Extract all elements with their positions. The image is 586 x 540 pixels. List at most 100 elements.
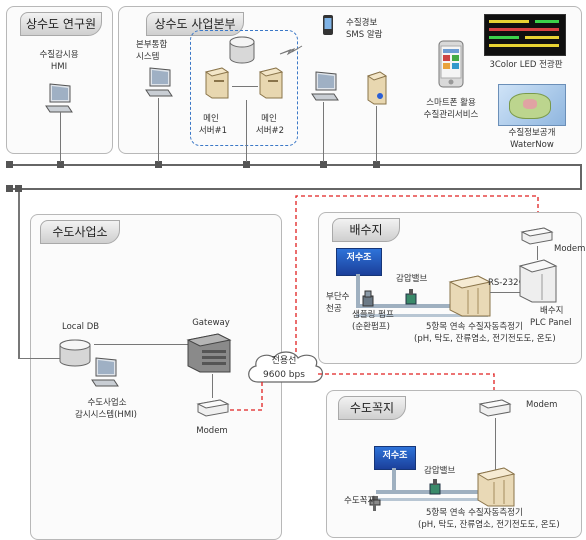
integrated-label-1: 본부통합 [136, 40, 168, 50]
lightning-icon [279, 45, 303, 56]
office-hmi-label-1: 수도사업소 [87, 398, 127, 408]
plc-label-2: PLC Panel [530, 318, 572, 328]
tap-analyzer-label-1: 5항목 연속 수질자동측정기 [426, 508, 523, 518]
sampling-pump-icon [362, 290, 374, 307]
backbone-right [580, 164, 582, 190]
sms-label-2: SMS 알람 [346, 30, 383, 40]
integrated-label-2: 시스템 [136, 52, 160, 62]
led-label: 3Color LED 전광판 [489, 60, 563, 70]
server2-icon [258, 67, 284, 99]
tap-valve-icon [429, 479, 441, 495]
server1-label-1: 메인 [203, 114, 219, 124]
server1-label-2: 서버#1 [198, 126, 228, 136]
tap-pipe-main [376, 490, 480, 494]
server2-label-2: 서버#2 [255, 126, 285, 136]
research-tag: 상수도 연구원 [20, 12, 102, 36]
node-1 [6, 161, 13, 168]
reservoir-tag: 배수지 [332, 218, 400, 242]
smartphone-label-2: 수질관리서비스 [423, 110, 479, 120]
waternow-label-1: 수질정보공개 [508, 128, 556, 138]
integrated-monitor-icon [145, 67, 173, 97]
led-board-icon [484, 14, 566, 56]
node-4 [57, 161, 64, 168]
sms-phone-icon [323, 15, 333, 35]
database-icon [229, 36, 255, 64]
waternow-map-icon [498, 84, 566, 126]
server1-icon [204, 67, 230, 99]
hq-monitor-icon [311, 71, 339, 101]
office-modem-icon [196, 399, 230, 417]
reservoir-analyzer-label-2: (pH, 탁도, 잔류염소, 전기전도도, 온도) [414, 334, 556, 344]
analyzer-icon [448, 275, 492, 317]
leased-line-cloud-icon [248, 351, 323, 383]
drop-integrated [158, 98, 159, 162]
pressure-valve-label: 감압밸브 [396, 274, 428, 284]
reservoir-pipe-main [356, 304, 488, 308]
tap-pipe-down [392, 468, 396, 492]
reservoir-pipe-down [356, 274, 360, 308]
hmi-label-2: HMI [50, 62, 68, 72]
drop-servers [246, 100, 247, 162]
drop-hmi [60, 112, 61, 162]
tap-tank: 저수조 [374, 446, 416, 470]
plc-panel-icon [518, 259, 558, 303]
hmi-monitor-icon [45, 83, 73, 113]
float-label-2: 천공 [326, 304, 342, 314]
office-panel [30, 214, 282, 540]
gateway-to-modem [212, 374, 213, 398]
sms-label-1: 수질경보 [346, 18, 378, 28]
node-7 [320, 161, 327, 168]
node-6 [243, 161, 250, 168]
reservoir-modem-label: Modem [554, 244, 586, 254]
node-3 [15, 185, 22, 192]
faucet-icon [369, 496, 381, 511]
backbone-left-drop [18, 188, 20, 358]
plc-label-1: 배수지 [540, 306, 564, 316]
hq-server-icon [366, 71, 388, 105]
node-2 [6, 185, 13, 192]
tap-modem-icon [478, 399, 512, 417]
waternow-label-2: WaterNow [510, 140, 554, 150]
analyzer-to-plc [490, 292, 520, 293]
hmi-label-1: 수질감시용 [39, 50, 79, 60]
pump-label-1: 샘플링 펌프 [352, 310, 394, 320]
smartphone-label-1: 스마트폰 활용 [426, 98, 476, 108]
node-8 [373, 161, 380, 168]
drop-hq-server [376, 106, 377, 162]
tap-analyzer-label-2: (pH, 탁도, 잔류염소, 전기전도도, 온도) [418, 520, 560, 530]
node-5 [155, 161, 162, 168]
modem-to-plc [537, 246, 538, 260]
backbone-top [8, 164, 582, 166]
tap-tag: 수도꼭지 [338, 396, 406, 420]
tap-modem-to-analyzer [495, 418, 496, 470]
reservoir-tank: 저수조 [336, 248, 382, 276]
reservoir-modem-icon [520, 227, 554, 245]
drop-hq-monitor [323, 102, 324, 162]
rs232-label: RS-232C [488, 278, 525, 288]
smartphone-icon [438, 40, 464, 88]
office-modem-label: Modem [196, 426, 228, 436]
office-hmi-monitor-icon [91, 357, 119, 387]
tap-valve-label: 감압밸브 [424, 466, 456, 476]
left-to-db [18, 358, 60, 359]
leased-label-1: 전용선 [271, 356, 297, 366]
leased-label-2: 9600 bps [263, 370, 305, 380]
localdb-icon [59, 339, 91, 367]
reservoir-analyzer-label-1: 5항목 연속 수질자동측정기 [426, 322, 523, 332]
faucet-label: 수도꼭지 [344, 496, 376, 506]
tap-modem-label: Modem [526, 400, 558, 410]
gateway-icon [186, 333, 232, 373]
gateway-label: Gateway [192, 318, 230, 328]
db-to-gateway [94, 344, 190, 345]
backbone-bottom [8, 188, 582, 190]
server-link [232, 86, 258, 87]
tap-analyzer-icon [476, 467, 516, 507]
localdb-label: Local DB [62, 322, 100, 332]
reservoir-pipe-lower [356, 314, 488, 317]
tap-pipe-lower [376, 498, 480, 501]
office-tag: 수도사업소 [40, 220, 120, 244]
pump-label-2: (순환펌프) [352, 322, 390, 332]
office-hmi-label-2: 감시시스템(HMI) [75, 410, 137, 420]
float-label-1: 부단수 [326, 292, 350, 302]
pressure-valve-icon [405, 289, 417, 305]
